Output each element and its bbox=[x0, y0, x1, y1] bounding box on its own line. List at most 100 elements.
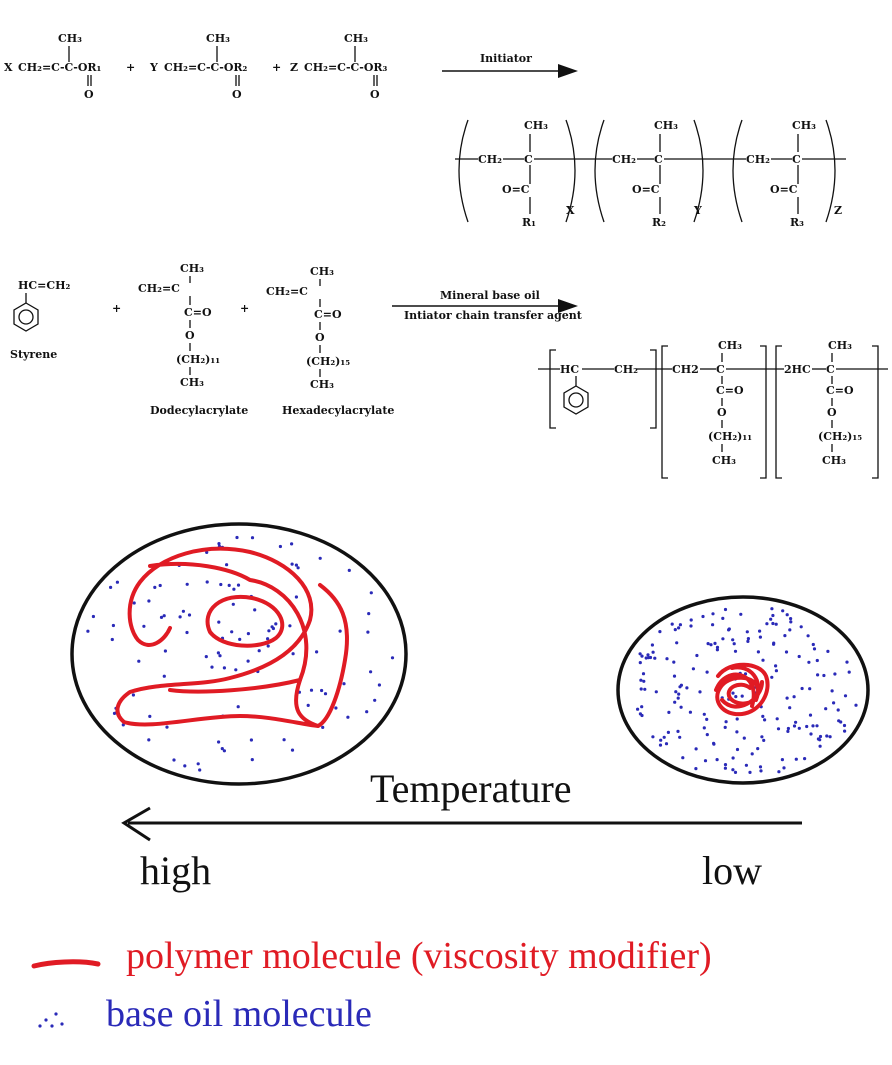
p1-co-2: O=C bbox=[632, 183, 660, 196]
hexadecyl-o: O bbox=[315, 331, 325, 344]
base-oil-dot bbox=[733, 649, 738, 653]
base-oil-dot bbox=[837, 719, 841, 723]
base-oil-dot bbox=[788, 706, 792, 710]
p2-c-2: C bbox=[826, 363, 835, 376]
base-oil-dot bbox=[761, 714, 765, 719]
plus-4: + bbox=[240, 302, 249, 315]
reaction1-monomers: CH₃ X CH₂=C-C-OR₁ O + CH₃ Y CH₂=C-C-OR₂ … bbox=[4, 32, 388, 101]
base-oil-legend-swatch bbox=[38, 1012, 64, 1028]
base-oil-dot bbox=[315, 650, 319, 654]
base-oil-dot bbox=[158, 583, 162, 588]
arrow-bottom-label: Intiator chain transfer agent bbox=[404, 309, 583, 322]
base-oil-dot bbox=[843, 694, 848, 698]
base-oil-dot bbox=[781, 609, 785, 613]
base-oil-dot bbox=[86, 629, 90, 633]
base-oil-dot bbox=[828, 735, 832, 739]
base-oil-dot bbox=[759, 769, 763, 773]
p2-o-2: O bbox=[827, 406, 837, 419]
base-oil-dot bbox=[670, 622, 674, 626]
base-oil-dot bbox=[225, 563, 229, 567]
base-oil-dot bbox=[216, 651, 220, 655]
base-oil-dot bbox=[698, 690, 702, 694]
initiator-arrow: Initiator bbox=[442, 52, 578, 78]
p1-z: Z bbox=[834, 204, 842, 217]
base-oil-dot bbox=[253, 608, 257, 612]
base-oil-dot bbox=[808, 713, 813, 717]
base-oil-dot bbox=[705, 670, 709, 674]
m2-ch3: CH₃ bbox=[206, 32, 230, 45]
base-oil-dot bbox=[306, 703, 310, 708]
polymer-coil-compact bbox=[714, 662, 770, 717]
base-oil-dot bbox=[733, 770, 738, 775]
base-oil-dot bbox=[760, 735, 764, 739]
base-oil-dot bbox=[809, 732, 813, 736]
m3-ch3: CH₃ bbox=[344, 32, 368, 45]
base-oil-dot bbox=[715, 645, 720, 650]
base-oil-dot bbox=[172, 758, 176, 762]
base-oil-dot bbox=[159, 615, 164, 620]
base-oil-dot bbox=[675, 641, 679, 645]
base-oil-dot bbox=[711, 612, 715, 616]
benzene-ring-icon bbox=[13, 302, 39, 332]
base-oil-dot bbox=[750, 752, 754, 756]
base-oil-dot bbox=[318, 556, 322, 560]
base-oil-dot bbox=[742, 736, 746, 740]
base-oil-dot bbox=[147, 738, 151, 742]
legend: polymer molecule (viscosity modifier) ba… bbox=[31, 935, 712, 1035]
base-oil-dot bbox=[204, 655, 208, 659]
base-oil-dot bbox=[770, 675, 774, 679]
polymer-legend-swatch bbox=[31, 959, 101, 969]
base-oil-dot bbox=[235, 535, 239, 540]
p1-ch2-3: CH₂ bbox=[746, 153, 770, 166]
plus-1: + bbox=[126, 61, 135, 74]
p2-ch3-end2: CH₃ bbox=[822, 454, 846, 467]
base-oil-dot bbox=[679, 705, 683, 709]
base-oil-dot bbox=[734, 695, 738, 699]
base-oil-dot bbox=[367, 612, 371, 616]
base-oil-dot bbox=[685, 686, 689, 690]
base-oil-dot bbox=[643, 687, 647, 691]
base-oil-dot bbox=[788, 628, 792, 632]
base-oil-dot bbox=[236, 705, 240, 709]
m3-coef: Z bbox=[290, 61, 298, 74]
base-oil-dot bbox=[792, 695, 796, 699]
base-oil-dot bbox=[825, 734, 829, 738]
base-oil-dot bbox=[816, 673, 820, 677]
base-oil-dot bbox=[111, 623, 115, 628]
base-oil-dot bbox=[740, 694, 744, 698]
base-oil-dot bbox=[822, 673, 826, 678]
base-oil-dot bbox=[678, 623, 683, 627]
m3-o: O bbox=[370, 88, 380, 101]
base-oil-dot bbox=[147, 599, 151, 603]
base-oil-dot bbox=[641, 672, 646, 676]
base-oil-dot bbox=[772, 642, 776, 646]
base-oil-dot bbox=[650, 643, 655, 647]
base-oil-dot bbox=[677, 692, 681, 696]
base-oil-dot bbox=[639, 678, 643, 682]
base-oil-dot bbox=[785, 696, 789, 700]
base-oil-dot bbox=[230, 630, 234, 634]
hexadecyl-co: C=O bbox=[314, 308, 342, 321]
base-oil-dot bbox=[712, 741, 716, 745]
dodecylacrylate: CH₃ CH₂=C C=O O (CH₂)₁₁ CH₃ Dodecylacryl… bbox=[138, 262, 248, 417]
p2-ch3-end1: CH₃ bbox=[712, 454, 736, 467]
dodecyl-ch3-end: CH₃ bbox=[180, 376, 204, 389]
base-oil-dot bbox=[762, 738, 766, 743]
base-oil-dot bbox=[789, 617, 793, 621]
base-oil-dot bbox=[205, 550, 209, 555]
base-oil-dot bbox=[266, 644, 270, 648]
hexadecyl-ch2c: CH₂=C bbox=[266, 285, 308, 298]
m1-formula: CH₂=C-C-OR₁ bbox=[18, 61, 102, 74]
styrene-formula: HC=CH₂ bbox=[18, 279, 71, 292]
base-oil-dot bbox=[833, 672, 837, 676]
base-oil-dot bbox=[257, 649, 261, 653]
base-oil-dot bbox=[672, 660, 676, 664]
p1-x: X bbox=[566, 204, 575, 217]
base-oil-dot bbox=[651, 735, 655, 739]
base-oil-dot bbox=[709, 643, 713, 647]
base-oil-dot bbox=[131, 693, 135, 697]
base-oil-dot bbox=[731, 768, 735, 772]
base-oil-dot bbox=[321, 725, 325, 730]
p2-co-2: C=O bbox=[826, 384, 854, 397]
m2-o: O bbox=[232, 88, 242, 101]
